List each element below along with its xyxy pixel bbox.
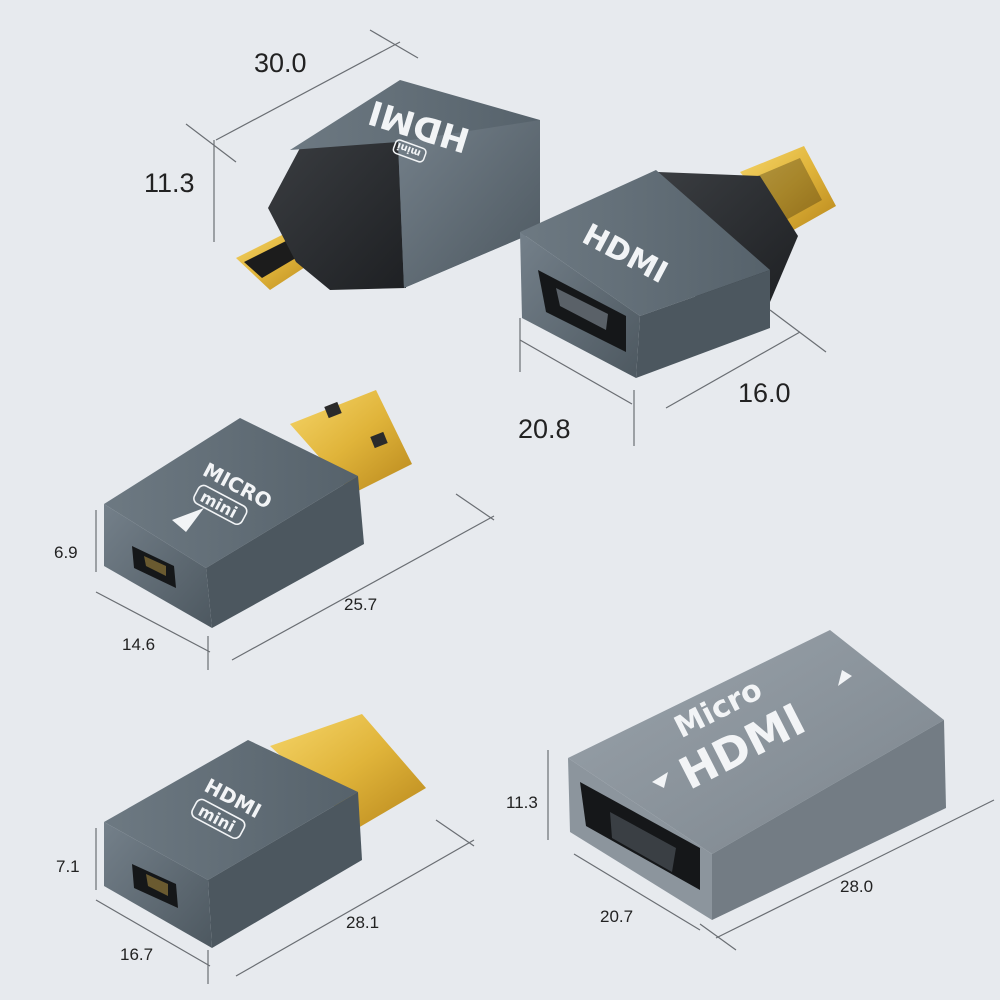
coupler-body-top [568,630,944,854]
hdmi-port [580,782,700,890]
dimension-length: 30.0 [254,48,307,78]
dimension-line [519,339,633,405]
metal-shell-side [398,120,540,288]
adapter-mini-to-micro: MICRO mini 6.9 14.6 25.7 [54,390,495,670]
dimension-line [715,799,995,939]
micro-port [132,864,178,908]
dimension-extension-line [769,309,827,353]
dimension-length: 28.0 [840,877,873,896]
adapter-mini-to-hdmi: HDMI 20.8 16.0 [518,146,836,446]
hdmi-port [538,270,626,352]
dimension-height: 11.3 [506,793,538,812]
mini-badge-frame [193,484,248,526]
metal-shell-top [104,418,358,568]
dimension-width: 16.7 [120,945,153,964]
dimension-length: 25.7 [344,595,377,614]
adapter-hdmi-to-micro: HDMI mini 7.1 16.7 28.1 [56,714,475,984]
dimension-height: 6.9 [54,543,78,562]
dimension-width: 14.6 [122,635,155,654]
triangle-icon [172,508,204,532]
arrow-right-icon [838,670,852,686]
metal-shell-top [104,740,358,880]
dimension-length: 28.1 [346,913,379,932]
dimension-line [665,331,801,409]
micro-port [132,546,176,588]
mini-badge-frame [392,139,427,163]
dimension-extension-line [369,29,419,59]
dimension-line [95,899,211,967]
arrow-left-icon [652,772,668,788]
dimension-width: 20.8 [518,414,571,444]
dimension-line [235,839,475,977]
metal-shell-side [208,792,362,948]
mini-badge-frame [191,798,246,840]
gold-connector [740,146,836,232]
rubber-boot [268,140,406,290]
dimension-extension-line [455,493,495,521]
dimension-height: 11.3 [144,168,195,198]
dimension-line [95,591,211,653]
dimension-extension-line [185,123,237,163]
dimension-extension-line [699,923,737,951]
metal-shell-side [636,270,770,378]
dimension-height: 7.1 [56,857,80,876]
metal-shell-top [520,170,770,316]
dimension-line [573,853,701,931]
dimension-extension-line [435,819,475,847]
dimension-width: 20.7 [600,907,633,926]
coupler-body-side [712,720,946,920]
dimension-line [231,515,495,661]
metal-shell-side [206,476,364,628]
dimension-line [215,41,401,141]
dimension-depth: 16.0 [738,378,791,408]
adapter-micro-to-hdmi: HDMI mini 30.0 11.3 [144,29,540,290]
gold-connector [290,390,412,494]
gold-connector [270,714,426,828]
adapter-coupler: Micro HDMI 11.3 20.7 28.0 [506,630,995,951]
